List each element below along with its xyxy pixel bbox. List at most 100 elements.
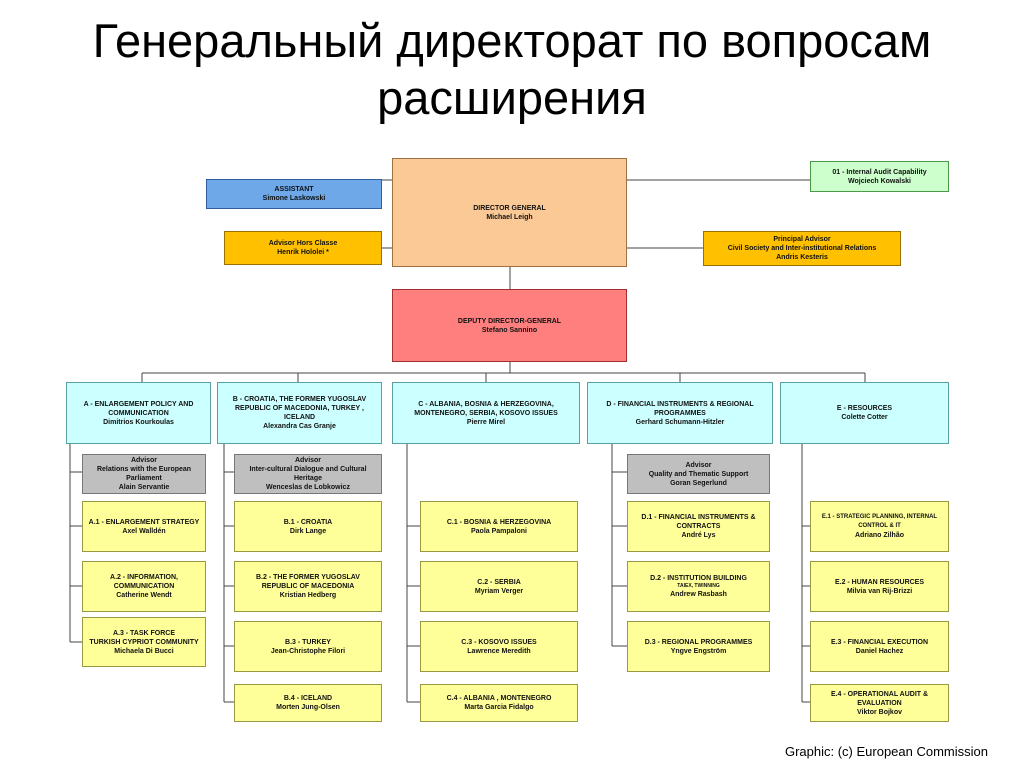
- unit-c2-box: C.2 - SERBIA Myriam Verger: [420, 561, 578, 612]
- unit-b1-box: B.1 - CROATIA Dirk Lange: [234, 501, 382, 552]
- unit-b2-title2: REPUBLIC OF MACEDONIA: [261, 583, 355, 590]
- unit-c4-title: C.4 - ALBANIA , MONTENEGRO: [446, 695, 552, 702]
- unit-d2-head: Andrew Rasbash: [670, 591, 727, 598]
- image-credit: Graphic: (c) European Commission: [784, 744, 988, 759]
- unit-b4-box: B.4 - ICELAND Morten Jung-Olsen: [234, 684, 382, 722]
- unit-c4-box: C.4 - ALBANIA , MONTENEGRO Marta Garcia …: [420, 684, 578, 722]
- unit-e1-head: Adriano Zilhão: [855, 532, 904, 539]
- directorate-e-box: E - RESOURCES Colette Cotter: [780, 382, 949, 444]
- principal-advisor-name: Andris Kesteris: [776, 254, 828, 261]
- unit-e4-title1: E.4 - OPERATIONAL AUDIT &: [830, 690, 929, 698]
- director-general-title: DIRECTOR GENERAL: [473, 204, 546, 212]
- unit-b4-title: B.4 - ICELAND: [283, 695, 333, 702]
- advisor-a-box: Advisor Relations with the European Parl…: [82, 454, 206, 494]
- internal-audit-box: 01 - Internal Audit Capability Wojciech …: [810, 161, 949, 192]
- unit-a3-title1: A.3 - TASK FORCE: [112, 629, 176, 637]
- unit-c3-title: C.3 - KOSOVO ISSUES: [461, 638, 537, 646]
- advisor-a-area2: Parliament: [126, 475, 162, 482]
- unit-e3-title: E.3 - FINANCIAL EXECUTION: [830, 638, 929, 646]
- director-general-box: DIRECTOR GENERAL Michael Leigh: [392, 158, 627, 267]
- advisor-hors-classe-name: Henrik Hololei *: [277, 249, 329, 256]
- advisor-d-area: Quality and Thematic Support: [648, 470, 749, 478]
- advisor-d-box: Advisor Quality and Thematic Support Gor…: [627, 454, 770, 494]
- advisor-b-title: Advisor: [294, 457, 322, 464]
- unit-b1-title: B.1 - CROATIA: [283, 518, 333, 526]
- advisor-d-title: Advisor: [685, 461, 712, 469]
- unit-c2-title: C.2 - SERBIA: [477, 578, 521, 586]
- unit-a1-box: A.1 - ENLARGEMENT STRATEGY Axel Walldén: [82, 501, 206, 552]
- advisor-a-title: Advisor: [130, 457, 158, 464]
- deputy-name: Stefano Sannino: [481, 326, 538, 334]
- unit-e2-head: Milvia van Rij-Brizzi: [846, 587, 913, 595]
- unit-d1-box: D.1 - FINANCIAL INSTRUMENTS & CONTRACTS …: [627, 501, 770, 552]
- advisor-b-name: Wenceslas de Lobkowicz: [266, 484, 350, 491]
- directorate-c-line1: C - ALBANIA, BOSNIA & HERZEGOVINA,: [418, 400, 554, 408]
- director-general-name: Michael Leigh: [486, 213, 533, 221]
- unit-c3-box: C.3 - KOSOVO ISSUES Lawrence Meredith: [420, 621, 578, 672]
- unit-e2-box: E.2 - HUMAN RESOURCES Milvia van Rij-Bri…: [810, 561, 949, 612]
- advisor-b-box: Advisor Inter-cultural Dialogue and Cult…: [234, 454, 382, 494]
- principal-advisor-title: Principal Advisor: [773, 236, 831, 243]
- internal-audit-title: 01 - Internal Audit Capability: [832, 168, 927, 176]
- directorate-b-line2: REPUBLIC OF MACEDONIA, TURKEY ,: [235, 405, 364, 412]
- unit-c4-head: Marta Garcia Fidalgo: [464, 704, 534, 711]
- unit-a3-title2: TURKISH CYPRIOT COMMUNITY: [89, 638, 199, 646]
- unit-e1-title2: CONTROL & IT: [858, 523, 901, 529]
- unit-d1-head: André Lys: [681, 532, 716, 539]
- unit-a2-box: A.2 - INFORMATION, COMMUNICATION Catheri…: [82, 561, 206, 612]
- unit-e4-title2: EVALUATION: [857, 699, 902, 707]
- directorate-a-line2: COMMUNICATION: [108, 409, 169, 417]
- principal-advisor-area: Civil Society and Inter-institutional Re…: [727, 245, 877, 252]
- deputy-title: DEPUTY DIRECTOR-GENERAL: [457, 317, 562, 325]
- unit-d3-box: D.3 - REGIONAL PROGRAMMES Yngve Engström: [627, 621, 770, 672]
- unit-c3-head: Lawrence Meredith: [467, 647, 531, 655]
- unit-e1-title1: E.1 - STRATEGIC PLANNING, INTERNAL: [821, 514, 938, 520]
- unit-b4-head: Morten Jung-Olsen: [276, 704, 340, 711]
- unit-b3-box: B.3 - TURKEY Jean-Christophe Filori: [234, 621, 382, 672]
- directorate-d-head: Gerhard Schumann-Hitzler: [635, 418, 725, 426]
- directorate-d-line1: D - FINANCIAL INSTRUMENTS & REGIONAL: [606, 400, 754, 408]
- unit-b1-head: Dirk Lange: [289, 527, 327, 535]
- unit-a2-title2: COMMUNICATION: [113, 583, 175, 590]
- unit-d2-title: D.2 - INSTITUTION BUILDING: [650, 575, 747, 582]
- advisor-a-area1: Relations with the European: [96, 466, 192, 473]
- advisor-hors-classe-title: Advisor Hors Classe: [268, 240, 338, 247]
- directorate-c-head: Pierre Mirel: [466, 418, 506, 426]
- unit-d1-title2: CONTRACTS: [676, 523, 721, 530]
- unit-c2-head: Myriam Verger: [474, 587, 524, 595]
- directorate-a-head: Dimitrios Kourkoulas: [103, 418, 174, 426]
- unit-c1-title: C.1 - BOSNIA & HERZEGOVINA: [446, 518, 552, 526]
- unit-d3-title: D.3 - REGIONAL PROGRAMMES: [644, 638, 753, 646]
- directorate-a-line1: A - ENLARGEMENT POLICY AND: [83, 400, 194, 408]
- unit-b2-title1: B.2 - THE FORMER YUGOSLAV: [256, 574, 360, 581]
- unit-a1-head: Axel Walldén: [122, 527, 166, 535]
- unit-d2-box: D.2 - INSTITUTION BUILDING TAIEX, TWINNI…: [627, 561, 770, 612]
- directorate-c-line2: MONTENEGRO, SERBIA, KOSOVO ISSUES: [414, 409, 558, 417]
- directorate-b-line3: ICELAND: [283, 414, 316, 421]
- directorate-e-line1: E - RESOURCES: [836, 405, 893, 412]
- unit-c1-box: C.1 - BOSNIA & HERZEGOVINA Paola Pampalo…: [420, 501, 578, 552]
- unit-a3-box: A.3 - TASK FORCE TURKISH CYPRIOT COMMUNI…: [82, 617, 206, 667]
- unit-e1-box: E.1 - STRATEGIC PLANNING, INTERNAL CONTR…: [810, 501, 949, 552]
- unit-a2-title1: A.2 - INFORMATION,: [110, 574, 178, 581]
- page-title: Генеральный директорат по вопросам расши…: [92, 14, 932, 124]
- directorate-e-head: Colette Cotter: [841, 414, 888, 421]
- assistant-title: ASSISTANT: [274, 186, 314, 193]
- advisor-b-area2: Heritage: [293, 475, 322, 482]
- unit-e3-head: Daniel Hachez: [855, 647, 904, 655]
- directorate-b-box: B - CROATIA, THE FORMER YUGOSLAV REPUBLI…: [217, 382, 382, 444]
- unit-d1-title1: D.1 - FINANCIAL INSTRUMENTS &: [641, 514, 756, 521]
- advisor-a-name: Alain Servantie: [118, 484, 170, 491]
- internal-audit-name: Wojciech Kowalski: [848, 177, 911, 185]
- directorate-d-box: D - FINANCIAL INSTRUMENTS & REGIONAL PRO…: [587, 382, 773, 444]
- advisor-d-name: Goran Segerlund: [670, 479, 727, 487]
- unit-b3-head: Jean-Christophe Filori: [270, 647, 346, 655]
- unit-e4-box: E.4 - OPERATIONAL AUDIT & EVALUATION Vik…: [810, 684, 949, 722]
- advisor-hors-classe-box: Advisor Hors Classe Henrik Hololei *: [224, 231, 382, 265]
- assistant-name: Simone Laskowski: [262, 195, 326, 202]
- unit-d3-head: Yngve Engström: [670, 647, 727, 655]
- unit-e2-title: E.2 - HUMAN RESOURCES: [834, 578, 925, 586]
- unit-b2-box: B.2 - THE FORMER YUGOSLAV REPUBLIC OF MA…: [234, 561, 382, 612]
- directorate-b-line1: B - CROATIA, THE FORMER YUGOSLAV: [232, 396, 367, 403]
- assistant-box: ASSISTANT Simone Laskowski: [206, 179, 382, 209]
